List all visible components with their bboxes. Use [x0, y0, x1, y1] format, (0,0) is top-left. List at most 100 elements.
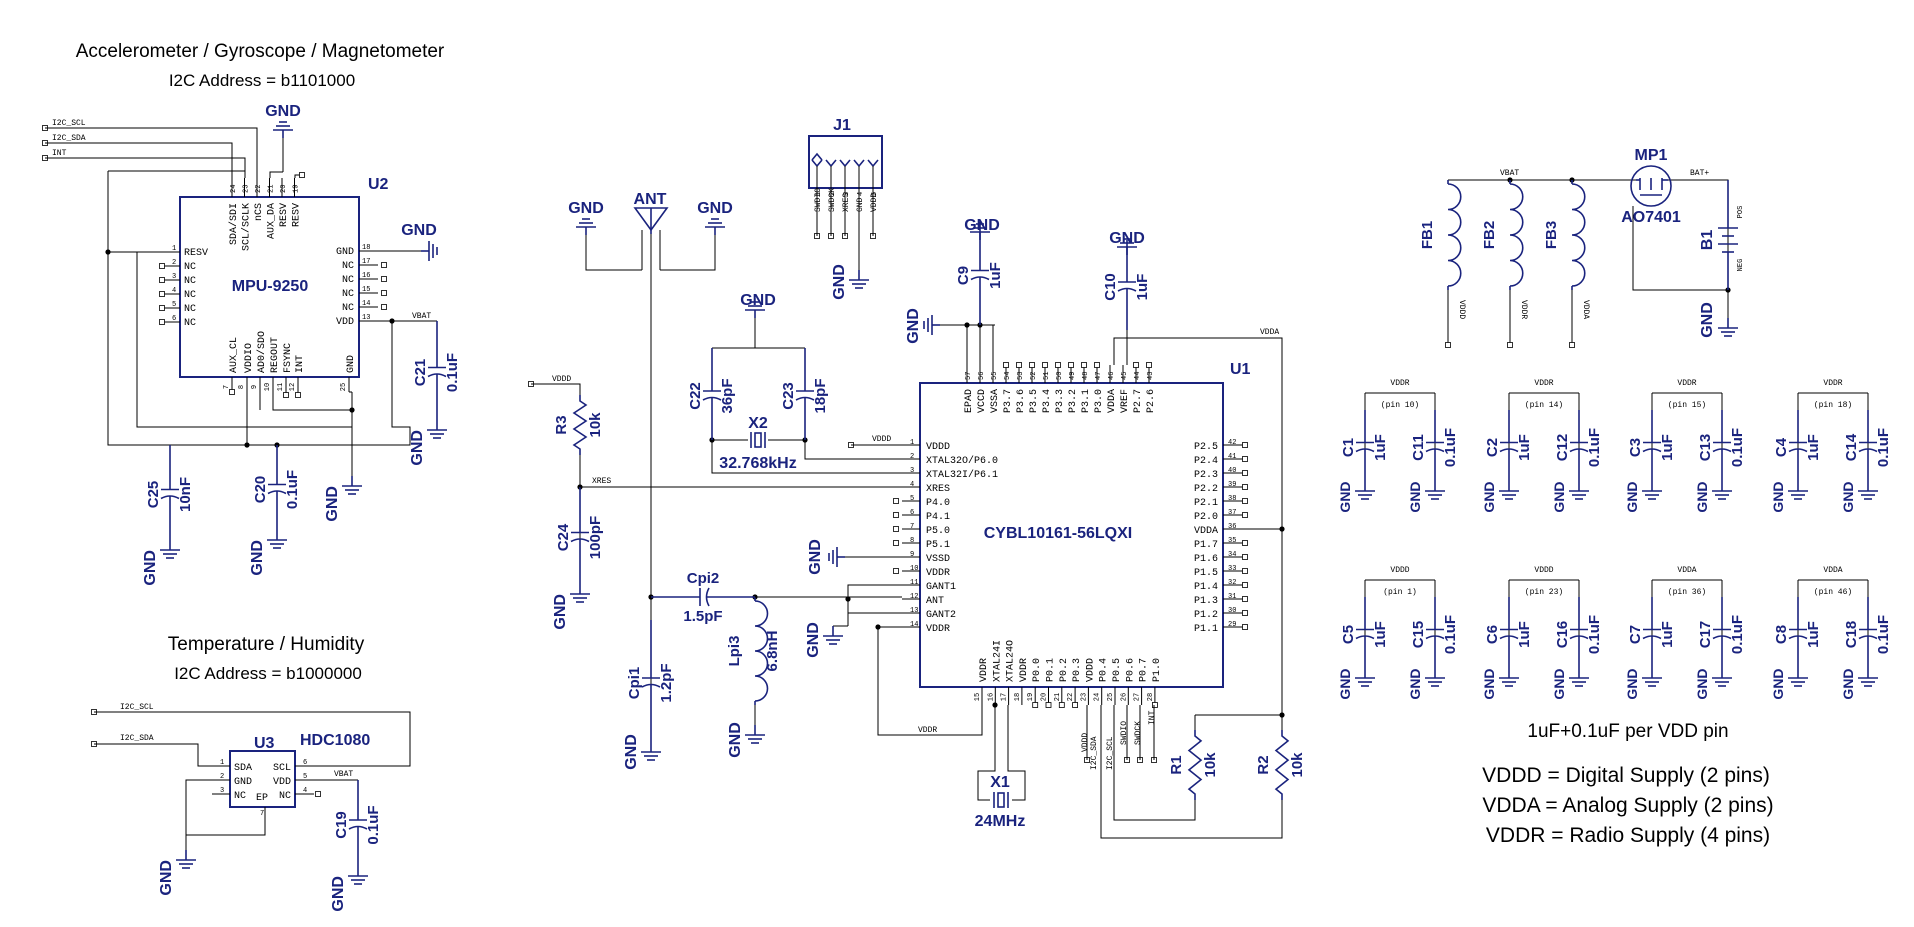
capacitor-ref: C14: [1843, 433, 1860, 461]
capacitor-value: 0.1uF: [284, 470, 301, 509]
crystal-ref: X1: [990, 774, 1010, 791]
capacitor-value: 1uF: [1372, 434, 1389, 461]
pin-number: 23: [1080, 693, 1088, 701]
pin-terminal: [159, 263, 165, 269]
gnd-symbol: GND: [409, 420, 447, 466]
gnd-label: GND: [1481, 668, 1497, 699]
pin-name: XTAL24I: [992, 640, 1003, 682]
pin-name: P2.5: [1194, 442, 1218, 453]
net-label: VDDD: [1457, 300, 1466, 319]
gnd-labels: GND GND: [1481, 668, 1567, 699]
pin-name: VCCD: [977, 389, 988, 413]
pin-note: (pin 36): [1668, 588, 1706, 597]
temp-title: Temperature / Humidity: [168, 634, 365, 655]
gnd-label: GND: [1337, 481, 1353, 512]
pin-number: 19: [1027, 693, 1035, 701]
pin-terminal: [893, 526, 899, 532]
capacitor-value: 0.1uF: [365, 805, 382, 844]
pin-number: 11: [277, 383, 285, 391]
net-label: I2C_SCL: [52, 119, 86, 128]
pin-name: ANT: [926, 596, 944, 607]
pin-number: 9: [910, 551, 914, 559]
pin-terminal: [381, 304, 387, 310]
pin-number: 10: [910, 565, 918, 573]
gnd-symbol: [745, 725, 765, 744]
capacitor-value: 36pF: [719, 378, 736, 413]
pin-name: NC: [184, 276, 196, 287]
capacitor-ref: C23: [780, 382, 797, 410]
capacitor-ref: C5: [1340, 625, 1357, 644]
pin-name: VDDR: [926, 624, 950, 635]
capacitor-value: 0.1uF: [1729, 428, 1746, 467]
capacitor-value: 0.1uF: [1442, 615, 1459, 654]
pin-number: 4: [303, 787, 307, 795]
pin-name: FSYNC: [283, 343, 294, 373]
pin-number: 11: [910, 579, 918, 587]
pin-name: SCL/SCLK: [241, 203, 253, 251]
pin-terminal: [1032, 702, 1039, 708]
capacitor-ref: C16: [1554, 621, 1571, 649]
inductor-ref: FB2: [1481, 221, 1498, 249]
pin-terminal: [1242, 470, 1248, 476]
net-label: I2C_SDA: [120, 734, 154, 743]
net-label: VDDD: [872, 435, 891, 444]
pin-name: P0.4: [1099, 658, 1110, 682]
pin-number: 30: [1228, 607, 1236, 615]
pin-number: 13: [362, 314, 370, 322]
gnd-symbol: GND: [158, 850, 196, 896]
net-label: SWDIO: [1120, 721, 1129, 745]
gnd-symbol: GND: [249, 530, 287, 576]
pin-terminal: [381, 262, 387, 268]
pin-number: 16: [987, 693, 995, 701]
capacitor-value: 1uF: [1516, 434, 1533, 461]
pin-name: P1.4: [1194, 582, 1218, 593]
junction-dot: [964, 322, 970, 328]
pin-name: VDDR: [1019, 658, 1030, 682]
pin-number: 15: [362, 286, 370, 294]
capacitor-value: 18pF: [812, 378, 829, 413]
net-label: VDDR: [1534, 379, 1553, 388]
gnd-label: GND: [1551, 668, 1567, 699]
connector-ref: J1: [833, 117, 851, 134]
pin-number: 6: [172, 315, 176, 323]
pin-number: 3: [843, 192, 851, 196]
battery-ref: B1: [1699, 230, 1716, 251]
pin-number: 21: [268, 185, 276, 193]
pin-name: GANT2: [926, 610, 956, 621]
pin-name: SWDCK: [828, 188, 837, 212]
pin-number: 19: [293, 185, 301, 193]
pin-number: 8: [910, 537, 914, 545]
gnd-symbol: [828, 547, 845, 567]
ferrite-fb3: FB3: [1543, 180, 1586, 290]
net-label: I2C_SDA: [1090, 736, 1099, 770]
pin-terminal: [1003, 362, 1009, 368]
gnd-symbol: GND: [142, 540, 180, 586]
gnd-label: GND: [1840, 481, 1856, 512]
gnd-symbol: [1355, 481, 1375, 500]
capacitor-value: 0.1uF: [444, 353, 461, 392]
resistor-ref: R1: [1168, 755, 1185, 774]
pin-name: REGOUT: [270, 337, 281, 373]
pin-note: (pin 10): [1381, 401, 1419, 410]
pin-terminal: [1133, 362, 1139, 368]
pin-number: 24: [230, 185, 238, 193]
pin-number: 48: [1082, 372, 1090, 380]
pin-terminal: [159, 305, 165, 311]
pin-number: 8: [238, 385, 246, 389]
pin-number: 5: [303, 773, 307, 781]
pin-name: SCL: [273, 763, 291, 774]
